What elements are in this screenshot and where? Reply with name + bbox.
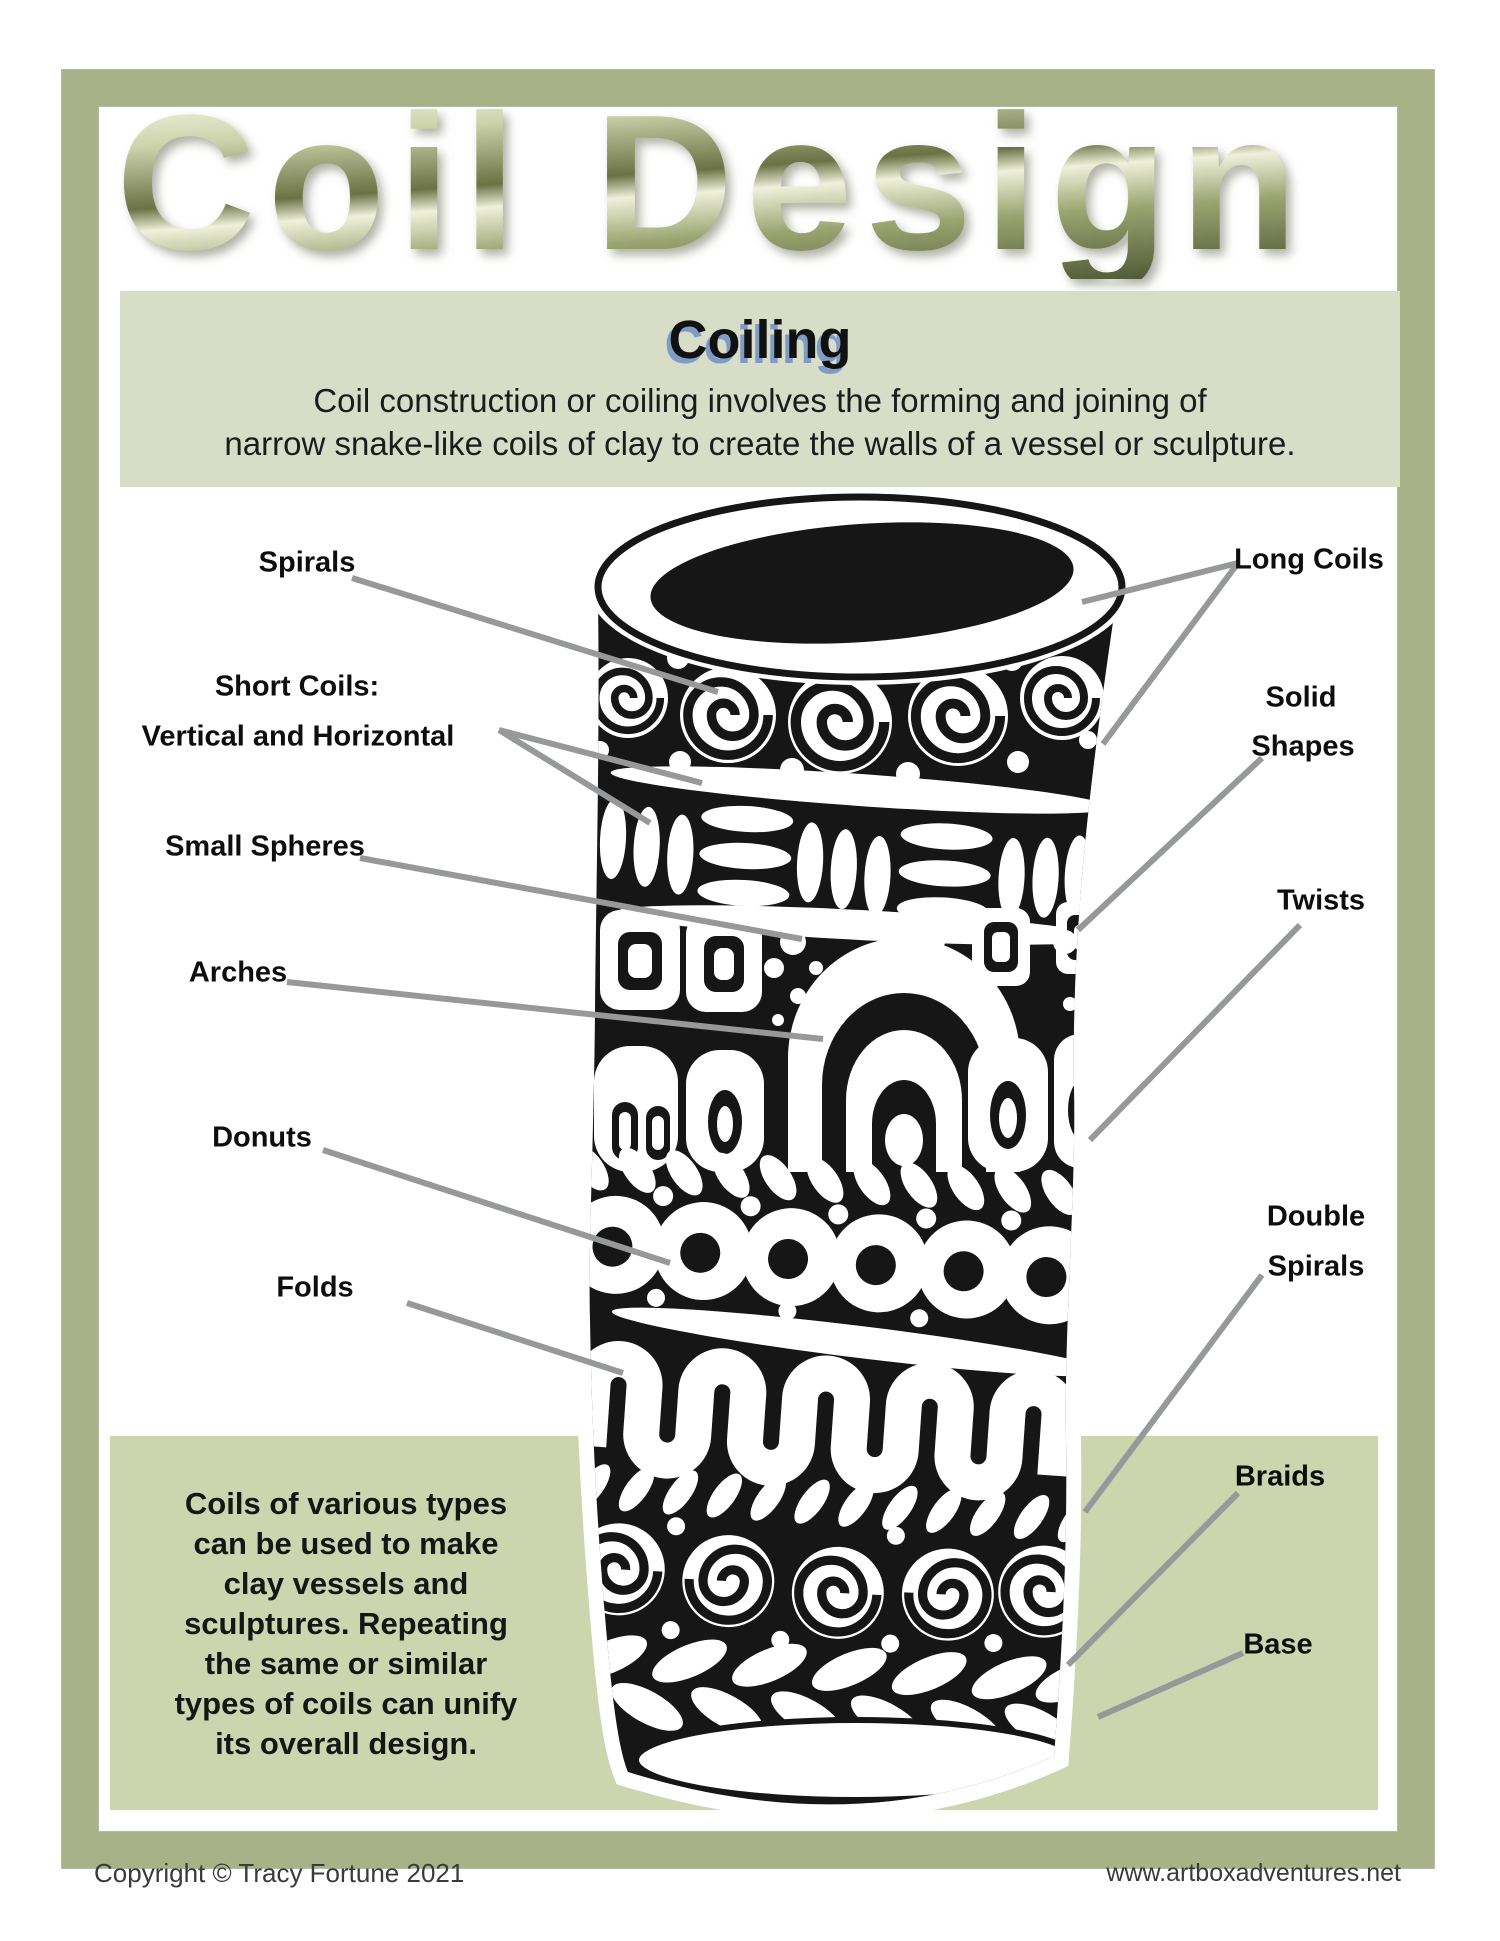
- intro-band: Coiling Coil construction or coiling inv…: [120, 291, 1400, 487]
- intro-heading: Coiling: [668, 310, 852, 370]
- label-spirals: Spirals: [258, 546, 356, 579]
- label-solid-shapes-1: Solid: [1265, 681, 1337, 714]
- note-line: can be used to make: [193, 1526, 499, 1561]
- arches: [788, 938, 1020, 1172]
- label-double-spirals-1: Double: [1266, 1200, 1366, 1233]
- page-border-frame: [62, 70, 1434, 1868]
- note-line: sculptures. Repeating: [184, 1606, 508, 1641]
- intro-paragraph-line2: narrow snake-like coils of clay to creat…: [224, 425, 1296, 462]
- footer-copyright: Copyright © Tracy Fortune 2021: [94, 1858, 465, 1888]
- band-divider-1: [610, 766, 1110, 814]
- label-arches: Arches: [188, 956, 288, 989]
- label-short-coils-sub: Vertical and Horizontal: [141, 720, 455, 753]
- label-double-spirals-2: Spirals: [1267, 1250, 1365, 1283]
- label-long-coils: Long Coils: [1234, 543, 1384, 576]
- footer-website: www.artboxadventures.net: [1106, 1859, 1401, 1887]
- label-solid-shapes-2: Shapes: [1251, 730, 1355, 763]
- coil-vessel-illustration: [574, 490, 1135, 1810]
- note-text: Coils of various types can be used to ma…: [168, 1484, 524, 1764]
- label-twists: Twists: [1276, 884, 1366, 917]
- intro-paragraph: Coil construction or coiling involves th…: [120, 379, 1400, 465]
- vessel-rim: [588, 490, 1132, 685]
- label-braids: Braids: [1234, 1460, 1326, 1493]
- folds-band: [589, 1341, 1078, 1501]
- note-line: the same or similar: [204, 1646, 488, 1681]
- label-short-coils: Short Coils:: [214, 670, 380, 703]
- label-small-spheres: Small Spheres: [165, 830, 365, 863]
- label-base: Base: [1243, 1628, 1313, 1661]
- intro-paragraph-line1: Coil construction or coiling involves th…: [313, 382, 1207, 419]
- label-folds: Folds: [276, 1271, 354, 1304]
- page-title: Coil Design: [116, 86, 1406, 279]
- note-line: types of coils can unify: [174, 1686, 518, 1721]
- note-line: Coils of various types: [184, 1486, 508, 1521]
- band-divider-3: [611, 1307, 1109, 1377]
- note-line: clay vessels and: [223, 1566, 469, 1601]
- label-donuts: Donuts: [212, 1121, 312, 1154]
- note-line: its overall design.: [215, 1726, 477, 1761]
